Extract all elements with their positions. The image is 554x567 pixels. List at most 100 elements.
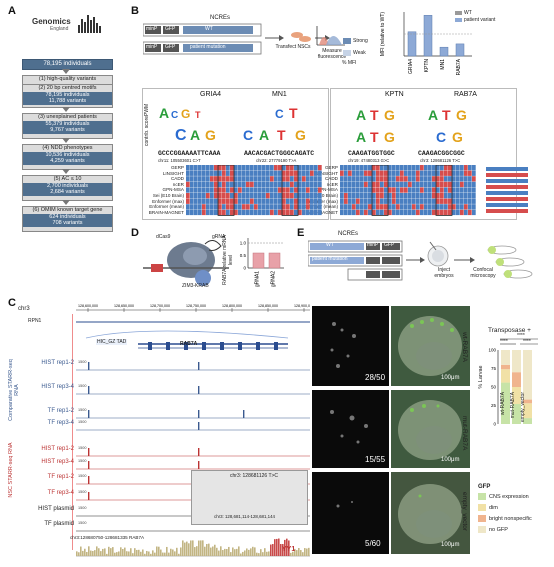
heatmap-cell	[234, 176, 238, 182]
minp-label-e: minP	[367, 242, 379, 248]
heatmap-cell	[376, 181, 380, 188]
heatmap-cell	[314, 198, 318, 204]
condition-mut: mut-RAB7A	[461, 416, 468, 451]
heatmap-cell	[364, 193, 368, 199]
heatmap-cell	[396, 181, 400, 188]
heatmap-cell	[310, 193, 314, 199]
heatmap-cell	[306, 165, 310, 171]
heatmap-cell	[428, 165, 432, 171]
legend-wt-swatch	[455, 11, 462, 15]
heatmap-cell	[340, 209, 344, 216]
conservation-bar	[262, 552, 264, 556]
svg-text:C: C	[436, 129, 446, 145]
heatmap-cell	[464, 176, 468, 182]
heatmap-cell	[348, 193, 352, 199]
heatmap-cell	[190, 204, 194, 210]
conservation-bar	[290, 552, 292, 556]
heatmap-cell	[456, 193, 460, 199]
variant-position: chr22: 27779190 T>A	[256, 158, 297, 163]
heatmap-cell	[262, 181, 266, 188]
legend-item: dim	[489, 505, 498, 511]
heatmap-cell	[396, 198, 400, 204]
heatmap-cell	[364, 165, 368, 171]
sig-right: ****	[523, 339, 531, 345]
heatmap-cell	[436, 181, 440, 188]
conservation-bar	[90, 550, 92, 556]
heatmap-cell	[456, 170, 460, 176]
construct-schematic-b	[143, 23, 262, 55]
heatmap-cell	[214, 193, 218, 199]
heatmap-cell	[360, 193, 364, 199]
heatmap-cell	[266, 198, 270, 204]
heatmap-cell	[440, 187, 444, 193]
heatmap-cell	[206, 198, 210, 204]
heatmap-cell	[408, 198, 412, 204]
scale-bar-label: 100μm	[441, 457, 460, 463]
heatmap-cell	[420, 193, 424, 199]
heatmap-cell	[282, 198, 286, 204]
heatmap-cell	[206, 209, 210, 216]
heatmap-cell	[202, 170, 206, 176]
heatmap-cell	[290, 165, 294, 171]
heatmap-cell	[294, 198, 298, 204]
conservation-bar	[94, 550, 96, 556]
track-label: TF rep1-2	[47, 408, 74, 414]
legend-swatch	[478, 504, 486, 511]
stacked-segment	[523, 418, 532, 424]
heatmap-cell	[368, 170, 372, 176]
heatmap-cell	[302, 187, 306, 193]
heatmap-cell	[388, 204, 392, 210]
heatmap-cell	[230, 170, 234, 176]
heatmap-cell	[242, 187, 246, 193]
heatmap-cell	[206, 193, 210, 199]
conservation-bar	[186, 541, 188, 556]
heatmap-cell	[420, 165, 424, 171]
heatmap-cell	[186, 165, 190, 171]
logo-subtitle: England	[50, 26, 69, 32]
heatmap-cell	[202, 193, 206, 199]
conservation-bar	[152, 550, 154, 556]
scale-bar-label: 100μm	[441, 542, 460, 548]
conservation-bar	[306, 548, 308, 556]
ncres-label-e: NCREs	[338, 231, 359, 237]
heatmap-cell	[380, 198, 384, 204]
conservation-bar	[206, 544, 208, 556]
heatmap-cell	[428, 187, 432, 193]
heatmap-cell	[314, 181, 318, 188]
heatmap-cell	[356, 209, 360, 216]
heatmap-cell	[456, 165, 460, 171]
logo-bars-icon	[78, 15, 101, 33]
heatmap-cell	[384, 209, 388, 216]
heatmap-cell	[246, 187, 250, 193]
heatmap-cell	[274, 187, 278, 193]
bottom-coord: chr3:128680750-128681335 RAB7A	[70, 535, 145, 540]
heatmap-cell	[416, 204, 420, 210]
track-max: 1500	[78, 446, 86, 450]
heatmap-cell	[432, 176, 436, 182]
heatmap-cell	[440, 204, 444, 210]
conservation-bar	[86, 551, 88, 556]
heatmap-cell	[380, 165, 384, 171]
heatmap-cell	[432, 187, 436, 193]
heatmap-cell	[420, 187, 424, 193]
contrib-label: contrib. score	[144, 115, 150, 146]
heatmap-cell	[234, 198, 238, 204]
heatmap-cell	[364, 181, 368, 188]
heatmap-cell	[436, 176, 440, 182]
conservation-bar	[108, 546, 110, 556]
signal-peak	[88, 476, 90, 484]
heatmap-cell	[246, 181, 250, 188]
conservation-bar	[98, 548, 100, 556]
legend-pv-swatch	[455, 18, 462, 22]
svg-text:G: G	[452, 129, 463, 145]
heatmap-cell	[388, 198, 392, 204]
conservation-bar	[278, 538, 280, 556]
heatmap-cell	[310, 209, 314, 216]
exon	[166, 342, 170, 350]
heatmap-cell	[404, 193, 408, 199]
conservation-bar	[148, 551, 150, 556]
stack-cat-0: wt-RAB7A	[500, 392, 506, 416]
heatmap-cell	[282, 181, 286, 188]
heatmap-cell	[376, 165, 380, 171]
